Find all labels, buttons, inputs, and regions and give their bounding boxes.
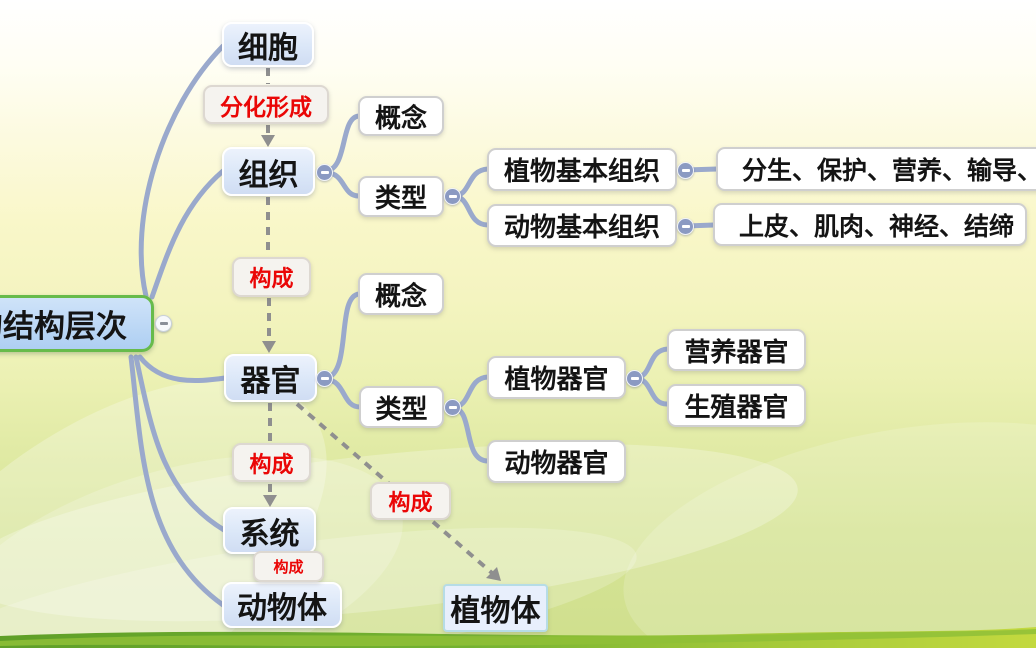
label-compose-organ-system[interactable]: 构成	[232, 443, 311, 482]
node-cell[interactable]: 细胞	[222, 22, 314, 67]
collapse-button-plant-basic-tissue[interactable]	[677, 162, 694, 179]
minus-icon	[681, 169, 690, 172]
node-tissue-concept[interactable]: 概念	[358, 96, 444, 136]
node-animal-tissue-kinds[interactable]: 上皮、肌肉、神经、结缔	[713, 203, 1027, 246]
node-system[interactable]: 系统	[223, 507, 316, 554]
node-plant-basic-tissue[interactable]: 植物基本组织	[487, 148, 677, 191]
minus-icon	[630, 377, 639, 380]
node-organ-concept[interactable]: 概念	[358, 273, 444, 315]
minus-icon	[448, 195, 457, 198]
minus-icon	[320, 377, 329, 380]
arrowheads	[261, 135, 501, 581]
minus-icon	[448, 406, 457, 409]
label-differentiation[interactable]: 分化形成	[203, 85, 329, 124]
node-organ-type[interactable]: 类型	[359, 386, 444, 428]
collapse-button-animal-basic-tissue[interactable]	[677, 218, 694, 235]
minus-icon	[320, 171, 329, 174]
node-organ[interactable]: 器官	[224, 354, 317, 402]
collapse-button-root[interactable]	[155, 315, 172, 332]
collapse-button-tissue-type[interactable]	[444, 188, 461, 205]
root-node[interactable]: 的结构层次	[0, 295, 154, 352]
node-plant-tissue-kinds[interactable]: 分生、保护、营养、输导、机	[716, 147, 1036, 191]
node-vegetative-organ[interactable]: 营养器官	[667, 329, 806, 371]
collapse-button-plant-organ[interactable]	[626, 370, 643, 387]
node-plant-organ[interactable]: 植物器官	[487, 356, 626, 399]
node-plant-body[interactable]: 植物体	[443, 584, 548, 632]
node-animal-basic-tissue[interactable]: 动物基本组织	[487, 204, 677, 247]
node-animal-organ[interactable]: 动物器官	[487, 440, 626, 483]
label-compose-tissue-organ[interactable]: 构成	[232, 257, 311, 297]
collapse-button-organ-type[interactable]	[444, 399, 461, 416]
label-compose-system-animal[interactable]: 构成	[253, 551, 324, 582]
node-reproductive-organ[interactable]: 生殖器官	[667, 384, 806, 427]
minus-icon	[159, 322, 168, 325]
node-tissue[interactable]: 组织	[222, 147, 315, 196]
node-animal-body[interactable]: 动物体	[222, 582, 342, 628]
minus-icon	[681, 225, 690, 228]
collapse-button-tissue[interactable]	[316, 164, 333, 181]
label-compose-organ-plant[interactable]: 构成	[370, 482, 451, 520]
node-tissue-type[interactable]: 类型	[358, 176, 444, 217]
collapse-button-organ[interactable]	[316, 370, 333, 387]
